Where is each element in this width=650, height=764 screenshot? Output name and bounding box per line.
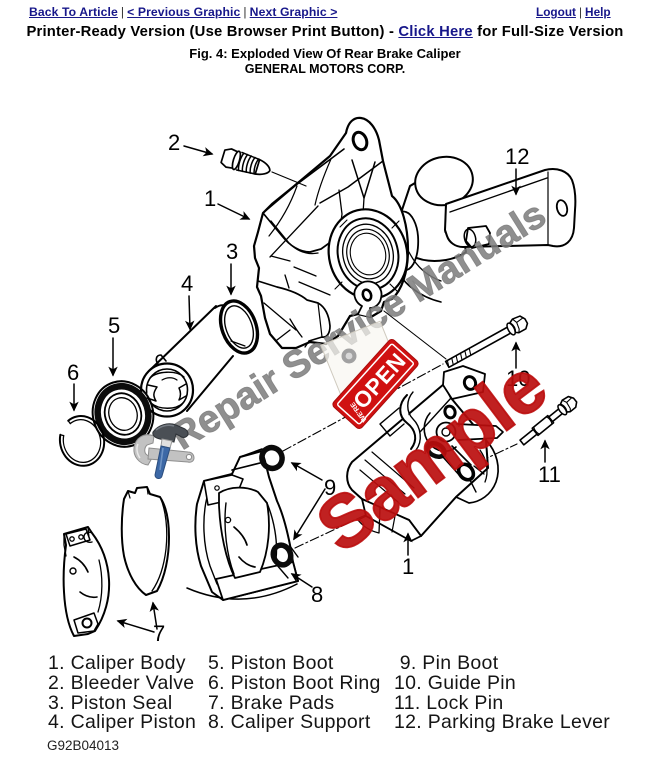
svg-text:2: 2 [168, 130, 180, 155]
svg-text:5: 5 [108, 313, 120, 338]
svg-text:7: 7 [153, 621, 165, 646]
svg-text:12: 12 [505, 144, 529, 169]
svg-text:6: 6 [67, 360, 79, 385]
svg-text:8: 8 [311, 582, 323, 607]
svg-text:1: 1 [402, 554, 414, 579]
svg-text:9: 9 [324, 475, 336, 500]
svg-text:4: 4 [181, 271, 193, 296]
svg-text:11: 11 [538, 462, 561, 487]
svg-text:3: 3 [226, 239, 238, 264]
svg-text:1: 1 [204, 186, 216, 211]
svg-text:10: 10 [506, 366, 530, 391]
